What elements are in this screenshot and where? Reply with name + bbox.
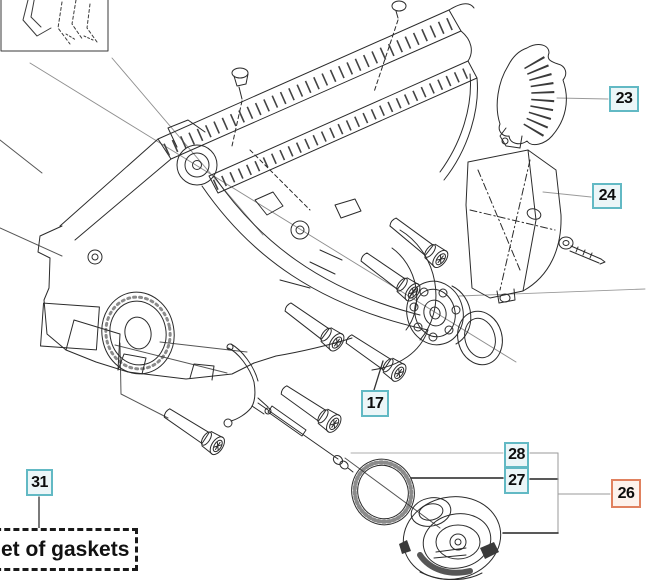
callout-31[interactable]: 31 <box>26 469 53 496</box>
callout-28[interactable]: 28 <box>504 442 529 468</box>
bolts <box>159 212 452 458</box>
crankcase-body <box>37 0 478 381</box>
o-ring <box>351 458 415 526</box>
callout-26[interactable]: 26 <box>611 479 641 508</box>
bolt-icon <box>159 403 228 458</box>
pump-rod <box>257 402 354 473</box>
deflector-part-23 <box>496 44 567 149</box>
gasket-note-box[interactable]: et of gaskets <box>0 528 138 571</box>
bearing <box>406 280 472 346</box>
cover-screw <box>558 236 606 265</box>
gasket-note-text: et of gaskets <box>1 538 130 561</box>
bolt-icon <box>276 380 345 436</box>
seal-ring <box>457 310 503 366</box>
callout-23[interactable]: 23 <box>609 86 639 112</box>
callout-17[interactable]: 17 <box>361 390 389 417</box>
callout-24[interactable]: 24 <box>592 183 622 209</box>
callout-27[interactable]: 27 <box>504 467 529 494</box>
inset-detail-box <box>0 0 109 52</box>
linkage-lever <box>223 343 272 428</box>
oil-pump-assembly <box>399 496 502 580</box>
bolt-icon <box>280 297 348 355</box>
leader-lines <box>0 57 646 534</box>
cover-part-24 <box>465 149 562 304</box>
bolt-icon <box>385 212 452 271</box>
